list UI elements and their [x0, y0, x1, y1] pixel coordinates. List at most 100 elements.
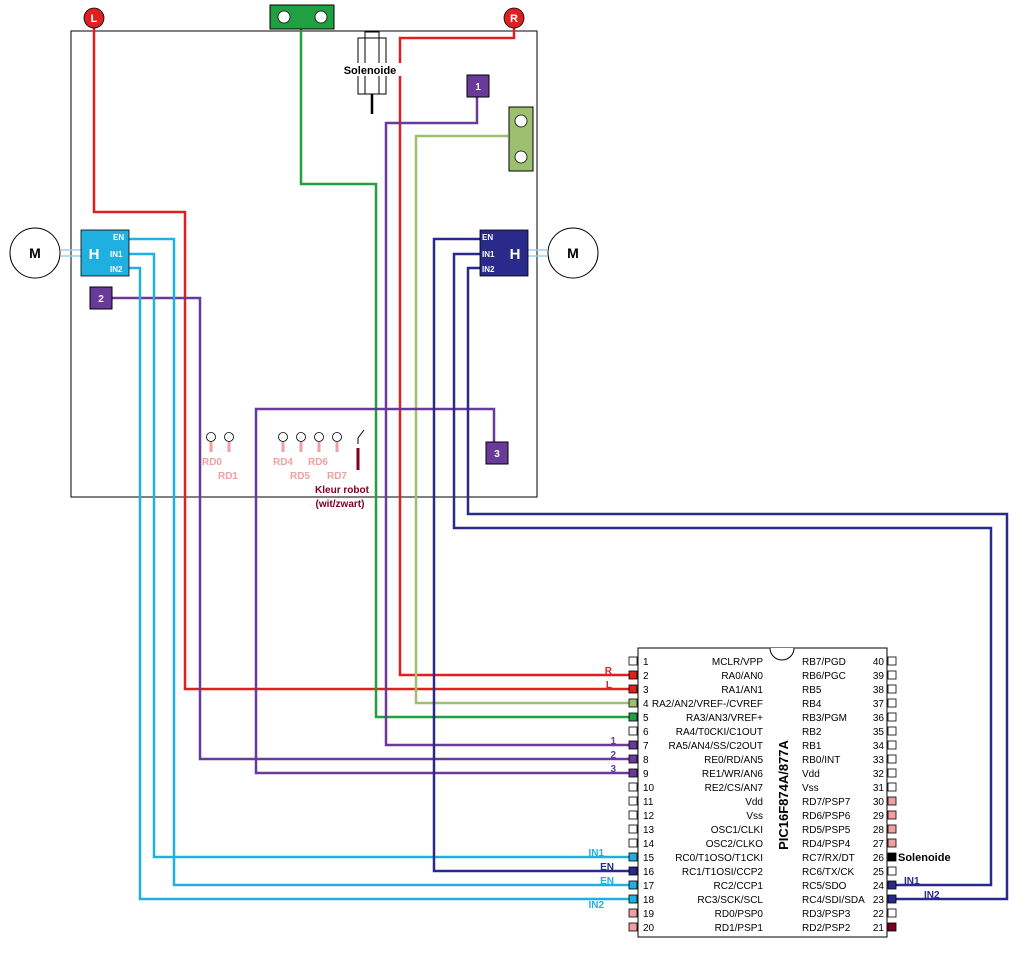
pin-name: RB3/PGM [802, 713, 847, 724]
svg-text:PIC16F874A/877A: PIC16F874A/877A [776, 739, 791, 849]
svg-text:RD5: RD5 [290, 471, 310, 482]
svg-text:Solenoide: Solenoide [898, 852, 951, 864]
pin-name: RA1/AN1 [721, 685, 763, 696]
svg-text:RD1: RD1 [218, 471, 238, 482]
pin-number: 36 [873, 713, 885, 724]
pin-name: RD6/PSP6 [802, 811, 851, 822]
svg-text:IN1: IN1 [482, 250, 495, 259]
pin-number: 32 [873, 769, 885, 780]
pin-name: RB4 [802, 699, 822, 710]
wire-green [299, 22, 632, 719]
rd-leds: RD0 RD1 RD4 RD5 RD6 RD7 [202, 432, 347, 482]
svg-text:3: 3 [494, 449, 500, 460]
motor-right: M [527, 227, 599, 279]
pin-number: 2 [643, 671, 649, 682]
wire-lightgreen [414, 134, 632, 705]
svg-text:M: M [567, 245, 579, 261]
svg-text:RD4: RD4 [273, 457, 293, 468]
connector-top [269, 4, 335, 30]
pin-number: 35 [873, 727, 885, 738]
svg-text:1: 1 [475, 82, 481, 93]
motor-left: M [9, 227, 82, 279]
pin-number: 24 [873, 881, 885, 892]
color-switch: Kleur robot (wit/zwart) [315, 429, 370, 510]
chip-pin-21: 21 RD2/PSP2 [802, 922, 897, 934]
svg-text:(wit/zwart): (wit/zwart) [316, 499, 365, 510]
pin-name: Vdd [802, 769, 820, 780]
pin-name: MCLR/VPP [712, 657, 763, 668]
pin-number: 13 [643, 825, 655, 836]
pin-number: 11 [643, 797, 654, 808]
svg-text:M: M [29, 245, 41, 261]
svg-text:Solenoide: Solenoide [344, 65, 397, 77]
svg-text:1: 1 [610, 736, 616, 747]
wire-labels: R L 1 2 3 IN1 EN EN IN2 IN1 IN2 Solenoid… [588, 666, 950, 911]
chip-pin-11: 11 Vdd [628, 796, 763, 808]
pin-name: RD2/PSP2 [802, 923, 851, 934]
pin-name: RB6/PGC [802, 671, 846, 682]
svg-text:L: L [91, 13, 98, 25]
pin-number: 22 [873, 909, 885, 920]
pin-number: 27 [873, 839, 885, 850]
pin-number: 18 [643, 895, 655, 906]
pin-number: 29 [873, 811, 885, 822]
pin-number: 12 [643, 811, 655, 822]
chip-pin-30: 30 RD7/PSP7 [802, 796, 897, 808]
svg-text:Kleur robot: Kleur robot [315, 485, 370, 496]
pin-number: 20 [643, 923, 655, 934]
pin-name: RA4/T0CKI/C1OUT [676, 727, 763, 738]
pin-number: 7 [643, 741, 649, 752]
connector-right [508, 106, 534, 172]
pin-number: 30 [873, 797, 885, 808]
svg-text:R: R [605, 666, 613, 677]
pin-name: RA0/AN0 [721, 671, 763, 682]
pin-name: RC6/TX/CK [802, 867, 855, 878]
pin-number: 40 [873, 657, 885, 668]
pin-name: RD1/PSP1 [715, 923, 764, 934]
pin-name: RD7/PSP7 [802, 797, 851, 808]
pin-number: 39 [873, 671, 885, 682]
svg-text:R: R [510, 13, 518, 25]
pin-name: Vdd [745, 797, 763, 808]
pins-right: 40RB7/PGD39RB6/PGC38RB537RB436RB3/PGM35R… [802, 656, 897, 934]
svg-text:IN2: IN2 [482, 265, 495, 274]
led-rd5: RD5 [290, 432, 310, 482]
pin-number: 34 [873, 741, 885, 752]
wire-in2-right [466, 266, 1009, 901]
wire-r [398, 22, 632, 677]
pin-name: RD5/PSP5 [802, 825, 851, 836]
pin-name: RB7/PGD [802, 657, 846, 668]
pin-number: 37 [873, 699, 885, 710]
svg-text:L: L [606, 680, 612, 691]
pin-number: 21 [873, 923, 885, 934]
hbridge-left: H EN IN1 IN2 [80, 229, 130, 277]
pin-name: Vss [802, 783, 819, 794]
svg-text:IN1: IN1 [110, 250, 123, 259]
svg-text:IN2: IN2 [924, 890, 940, 901]
svg-text:EN: EN [113, 233, 124, 242]
pin-name: RC0/T1OSO/T1CKI [675, 853, 763, 864]
pin-number: 31 [873, 783, 885, 794]
wire-in1-right [452, 252, 993, 887]
led-rd0: RD0 [202, 432, 222, 468]
svg-text:2: 2 [610, 750, 616, 761]
pin-number: 14 [643, 839, 655, 850]
